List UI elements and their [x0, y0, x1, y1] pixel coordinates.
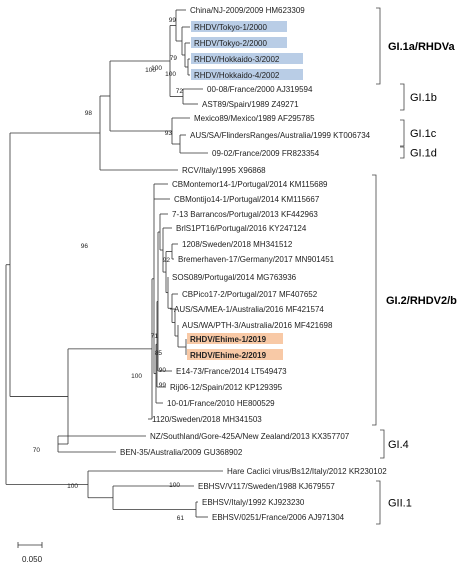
bootstrap-value: 61: [177, 515, 185, 522]
clade-label: GI.2/RHDV2/b: [386, 295, 457, 307]
clade-label: GI.1d: [410, 148, 437, 160]
taxon-label: CBMontemor14-1/Portugal/2014 KM115689: [172, 180, 328, 189]
taxon-label: BEN-35/Australia/2009 GU368902: [120, 448, 243, 457]
bootstrap-value: 100: [145, 67, 156, 74]
taxon-label: NZ/Southland/Gore-425A/New Zealand/2013 …: [150, 432, 350, 441]
taxon-label: Mexico89/Mexico/1989 AF295785: [194, 114, 315, 123]
clade-bracket: [400, 119, 405, 147]
taxon-label: RHDV/Ehime-2/2019: [190, 351, 267, 360]
bootstrap-value: 90: [159, 367, 167, 374]
bootstrap-value: 100: [169, 482, 180, 489]
bootstrap-value: 96: [81, 243, 89, 250]
taxon-label: AUS/SA/FlindersRanges/Australia/1999 KT0…: [190, 131, 371, 140]
bootstrap-value: 100: [131, 373, 142, 380]
clade-label: GI.1b: [410, 92, 437, 104]
taxon-highlight: [191, 53, 303, 64]
bootstrap-value: 72: [176, 88, 184, 95]
clade-annotations: GI.1a/RHDVaGI.1bGI.1cGI.1dGI.2/RHDV2/bGI…: [372, 7, 457, 525]
taxon-label: CBPico17-2/Portugal/2017 MF407652: [182, 290, 318, 299]
clade-label: GI.1a/RHDVa: [388, 41, 456, 53]
tree-branches: [5, 9, 223, 518]
taxon-label: 00-08/France/2000 AJ319594: [207, 85, 313, 94]
scale-bar: 0.050: [17, 542, 43, 564]
bootstrap-value: 98: [85, 110, 93, 117]
bootstrap-value: 100: [151, 65, 162, 72]
clade-bracket: [400, 83, 405, 111]
taxon-label: EBHSV/V117/Sweden/1988 KJ679557: [198, 482, 335, 491]
taxon-label: 7-13 Barrancos/Portugal/2013 KF442963: [172, 210, 318, 219]
taxon-highlight: [187, 333, 283, 344]
taxon-label: AUS/SA/MEA-1/Australia/2016 MF421574: [174, 305, 324, 314]
clade-bracket: [380, 429, 385, 459]
taxon-label: RHDV/Hokkaido-4/2002: [194, 71, 280, 80]
taxon-highlight: [191, 69, 303, 80]
taxon-label: 1120/Sweden/2018 MH341503: [152, 415, 262, 424]
clade-bracket: [372, 174, 377, 426]
taxon-label: China/NJ-2009/2009 HM623309: [190, 6, 305, 15]
scale-bar-label: 0.050: [22, 555, 43, 564]
bootstrap-value: 79: [170, 55, 178, 62]
taxon-label: Rij06-12/Spain/2012 KP129395: [170, 383, 283, 392]
taxon-label: RCV/Italy/1995 X96868: [182, 166, 266, 175]
clade-label: GI.4: [388, 439, 409, 451]
taxon-label: 10-01/France/2010 HE800529: [167, 399, 275, 408]
taxon-label: 1208/Sweden/2018 MH341512: [182, 240, 293, 249]
bootstrap-value: 70: [33, 447, 41, 454]
taxon-label: EBHSV/0251/France/2006 AJ971304: [212, 513, 345, 522]
clade-label: GI.1c: [410, 128, 437, 140]
taxon-label: RHDV/Hokkaido-3/2002: [194, 55, 280, 64]
taxon-label: 09-02/France/2009 FR823354: [212, 149, 320, 158]
bootstrap-value: 100: [165, 71, 176, 78]
bootstrap-value: 99: [159, 382, 167, 389]
taxon-highlight: [191, 21, 287, 32]
taxon-label: RHDV/Ehime-1/2019: [190, 335, 267, 344]
bootstrap-value: 71: [151, 333, 159, 340]
bootstrap-value: 92: [163, 257, 171, 264]
taxon-label: BrlS1PT16/Portugal/2016 KY247124: [176, 224, 307, 233]
taxon-label: RHDV/Tokyo-2/2000: [194, 39, 267, 48]
taxon-label: AST89/Spain/1989 Z49271: [202, 100, 299, 109]
clade-bracket: [400, 146, 405, 159]
taxon-label: RHDV/Tokyo-1/2000: [194, 23, 267, 32]
taxon-label: CBMontijo14-1/Portugal/2014 KM115667: [174, 195, 320, 204]
taxon-highlight: [187, 349, 283, 360]
clade-bracket: [376, 480, 381, 525]
bootstrap-value: 85: [155, 350, 163, 357]
taxon-label: Bremerhaven-17/Germany/2017 MN901451: [178, 255, 335, 264]
taxon-label: EBHSV/Italy/1992 KJ923230: [202, 498, 305, 507]
bootstrap-value: 99: [169, 17, 177, 24]
bootstrap-value: 93: [165, 130, 173, 137]
clade-label: GII.1: [388, 498, 412, 510]
taxon-highlight: [191, 37, 287, 48]
taxon-label: SOS089/Portugal/2014 MG763936: [172, 273, 297, 282]
taxon-label: Hare Caclici virus/Bs12/Italy/2012 KR230…: [227, 467, 387, 476]
taxon-labels: China/NJ-2009/2009 HM623309RHDV/Tokyo-1/…: [120, 6, 387, 522]
bootstrap-value: 100: [67, 483, 78, 490]
clade-bracket: [376, 7, 381, 85]
taxon-label: AUS/WA/PTH-3/Australia/2016 MF421698: [182, 321, 333, 330]
taxon-label: E14-73/France/2014 LT549473: [176, 367, 287, 376]
